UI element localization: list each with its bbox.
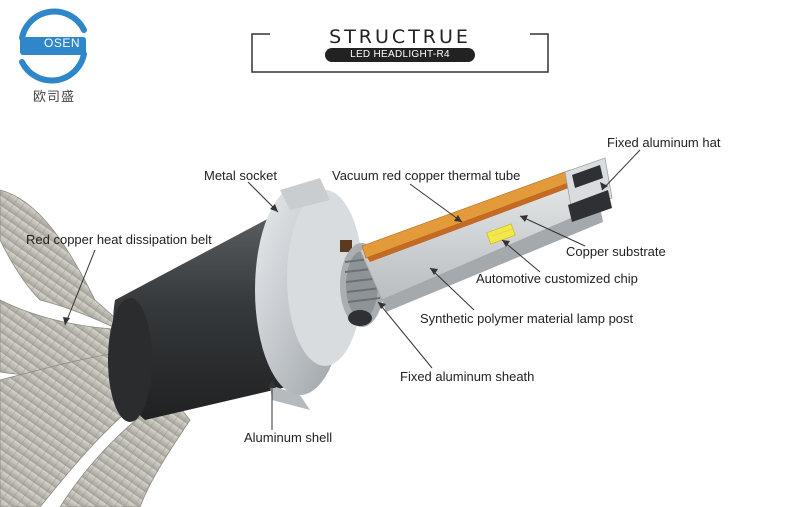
- title-block: STRUCTRUE LED HEADLIGHT-R4: [250, 24, 550, 72]
- callout-heat-belt: Red copper heat dissipation belt: [26, 232, 212, 247]
- metal-socket: [255, 178, 363, 410]
- leader-substrate: [519, 215, 586, 247]
- leader-tube: [409, 183, 463, 223]
- callout-copper-substrate: Copper substrate: [566, 244, 666, 259]
- leader-sheath: [377, 301, 433, 369]
- title-frame: [251, 33, 549, 73]
- leader-arrowheads: [63, 182, 608, 388]
- page-subtitle: LED HEADLIGHT-R4: [350, 49, 450, 60]
- subtitle-pill: [325, 48, 475, 62]
- leader-post: [429, 267, 475, 311]
- callout-sheath: Fixed aluminum sheath: [400, 369, 535, 384]
- logo-wordmark: OSEN: [43, 36, 80, 50]
- brand-logo: [19, 8, 87, 84]
- page-title: STRUCTRUE: [329, 26, 471, 48]
- callout-lamp-post: Synthetic polymer material lamp post: [420, 311, 634, 326]
- leader-hat: [601, 149, 641, 191]
- led-chip: [486, 223, 516, 245]
- copper-substrate: [366, 180, 574, 262]
- callout-chip: Automotive customized chip: [476, 271, 638, 286]
- callout-fixed-aluminum-hat: Fixed aluminum hat: [607, 135, 721, 150]
- callout-vacuum-tube: Vacuum red copper thermal tube: [332, 168, 521, 183]
- leader-belt: [64, 249, 96, 326]
- fixed-aluminum-hat: [564, 157, 613, 222]
- leader-chip: [501, 239, 541, 273]
- callout-metal-socket: Metal socket: [204, 168, 277, 183]
- callout-shell: Aluminum shell: [244, 430, 333, 445]
- logo-chinese-name: 欧司盛: [32, 89, 75, 104]
- aluminum-shell: [108, 215, 295, 422]
